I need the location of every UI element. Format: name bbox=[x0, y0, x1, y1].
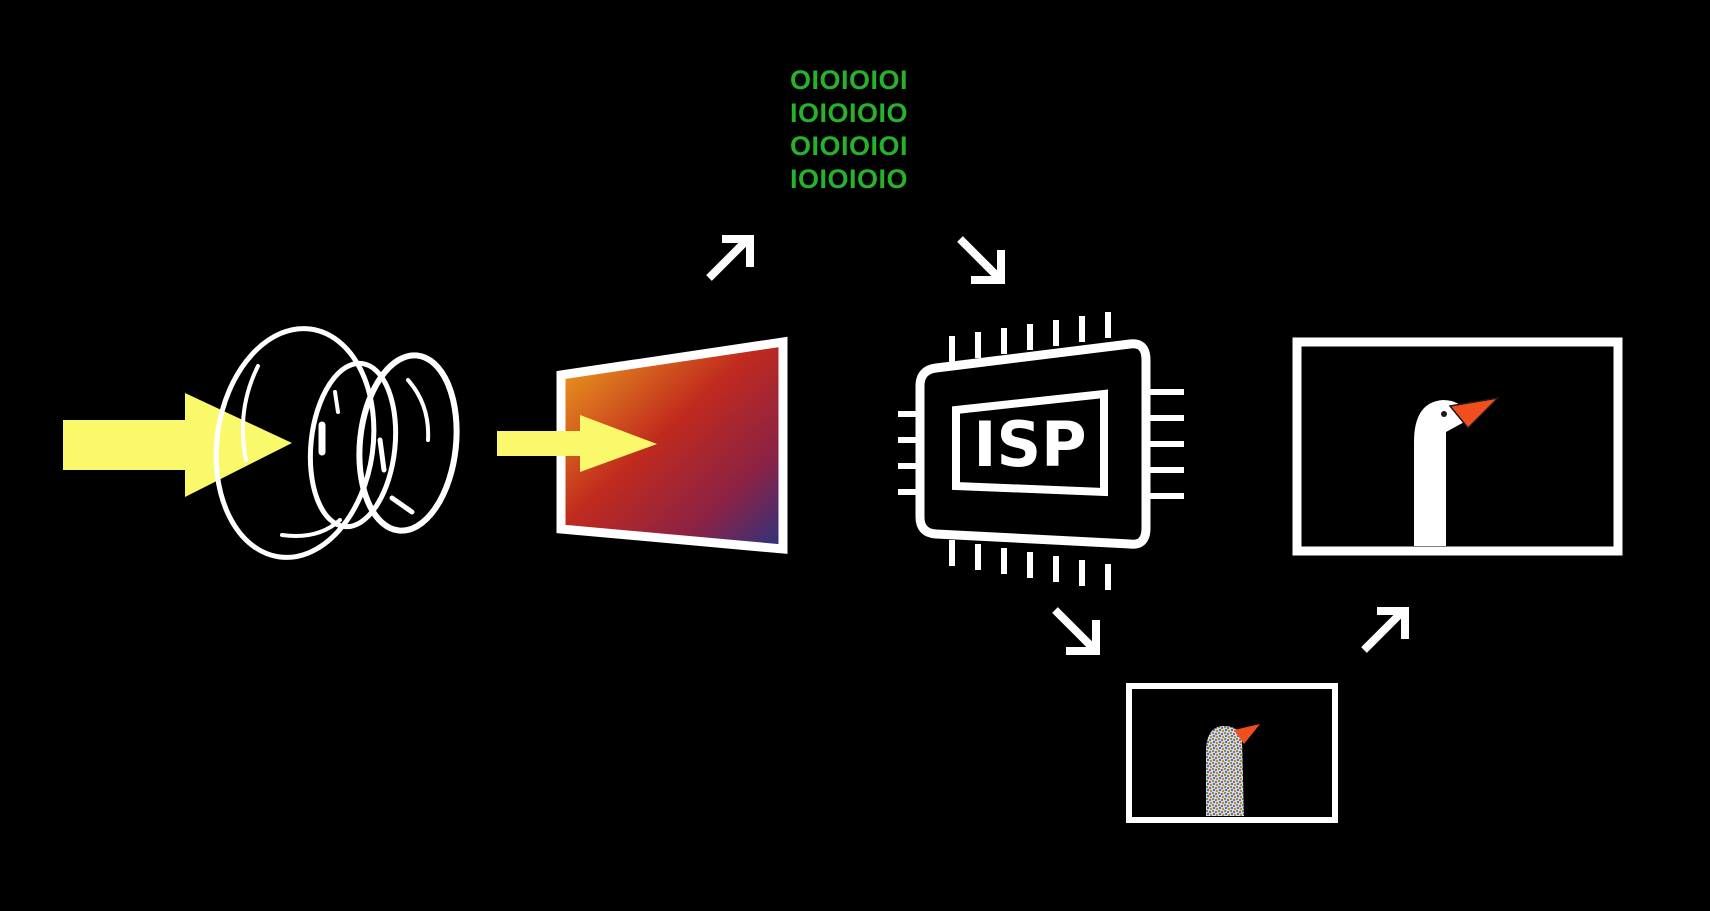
binary-line: IOIOIOIO bbox=[790, 98, 909, 128]
isp-label: ISP bbox=[973, 408, 1086, 481]
isp-chip-icon: ISP bbox=[898, 312, 1184, 590]
clean-goose-image-icon bbox=[1292, 337, 1623, 556]
binary-line: OIOIOIOI bbox=[790, 65, 909, 95]
arrow-up-right-icon bbox=[706, 235, 754, 281]
sensor-light-arrow-icon bbox=[497, 415, 657, 472]
noisy-goose-image-icon bbox=[1126, 683, 1338, 823]
arrow-down-right-icon bbox=[957, 236, 1005, 284]
lens-icon bbox=[213, 326, 460, 560]
light-arrow-icon bbox=[63, 393, 292, 497]
binary-line: IOIOIOIO bbox=[790, 164, 909, 194]
arrow-down-right-icon bbox=[1052, 607, 1100, 655]
image-sensor-icon bbox=[556, 336, 788, 554]
binary-data-block: OIOIOIOI IOIOIOIO OIOIOIOI IOIOIOIO bbox=[790, 64, 908, 196]
binary-line: OIOIOIOI bbox=[790, 131, 909, 161]
arrow-up-right-icon bbox=[1361, 607, 1409, 653]
